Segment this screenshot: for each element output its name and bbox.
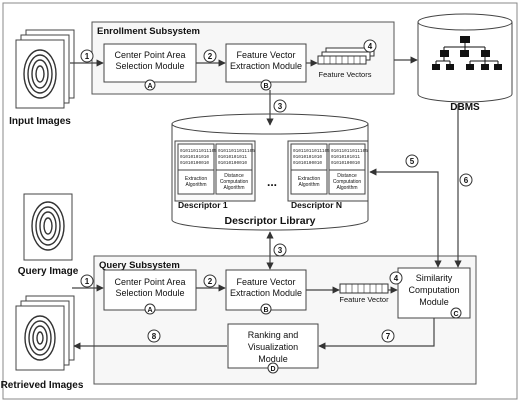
enrollment-feature-line1: Feature Vector	[236, 50, 295, 60]
marker-c-label: C	[453, 311, 458, 318]
step-6: 6	[464, 176, 469, 185]
svg-text:01010100010: 01010100010	[218, 161, 247, 166]
arrow-5	[370, 172, 438, 267]
step-1-query: 1	[85, 277, 90, 286]
retrieved-images-stack	[16, 296, 74, 370]
svg-text:01010100010: 01010100010	[293, 161, 322, 166]
query-title: Query Subsystem	[99, 260, 180, 271]
query-center-line1: Center Point Area	[114, 277, 185, 287]
dbms-label: DBMS	[450, 102, 480, 113]
step-7: 7	[386, 332, 391, 341]
svg-text:Algorithm: Algorithm	[336, 185, 357, 191]
feature-vector-label: Feature Vector	[339, 295, 389, 304]
marker-d-label: D	[270, 366, 275, 373]
ranking-line1: Ranking and	[248, 330, 299, 340]
query-feature-line1: Feature Vector	[236, 277, 295, 287]
enrollment-feature-line2: Extraction Module	[230, 61, 302, 71]
svg-text:01010101011: 01010101011	[218, 155, 247, 160]
descriptor-n-title: Descriptor N	[291, 200, 342, 210]
retrieved-images-label: Retrieved Images	[1, 380, 84, 391]
enrollment-center-line1: Center Point Area	[114, 50, 185, 60]
marker-b-query-label: B	[263, 307, 268, 314]
similarity-line1: Similarity	[416, 273, 453, 283]
feature-vector	[340, 284, 388, 293]
query-image	[24, 194, 72, 260]
svg-text:01011011011105: 01011011011105	[331, 149, 368, 154]
step-3-enroll: 3	[278, 102, 283, 111]
svg-text:01011011011105: 01011011011105	[293, 149, 330, 154]
step-4-enroll: 4	[368, 42, 373, 51]
input-images-label: Input Images	[9, 116, 71, 127]
svg-text:01010101011: 01010101011	[331, 155, 360, 160]
descriptor-1-title: Descriptor 1	[178, 200, 228, 210]
svg-text:Algorithm: Algorithm	[185, 182, 206, 188]
marker-a-enroll-label: A	[147, 83, 152, 90]
step-2-enroll: 2	[208, 52, 213, 61]
similarity-line2: Computation	[408, 285, 459, 295]
step-2-query: 2	[208, 277, 213, 286]
svg-text:Algorithm: Algorithm	[298, 182, 319, 188]
query-image-label: Query Image	[18, 266, 79, 277]
svg-text:01011011011105: 01011011011105	[218, 149, 255, 154]
query-feature-line2: Extraction Module	[230, 288, 302, 298]
enrollment-title: Enrollment Subsystem	[97, 26, 200, 37]
svg-text:01010101010: 01010101010	[293, 155, 322, 160]
input-images-stack	[16, 30, 74, 108]
step-8: 8	[152, 332, 157, 341]
step-1-enroll: 1	[85, 52, 90, 61]
ranking-line2: Visualization	[248, 342, 298, 352]
step-3-query: 3	[278, 246, 283, 255]
svg-text:01010100010: 01010100010	[180, 161, 209, 166]
dbms-cylinder	[418, 14, 512, 102]
marker-a-query-label: A	[147, 307, 152, 314]
query-center-line2: Selection Module	[115, 288, 184, 298]
descriptor-n: 01011011011105 01010101010 01010100010 E…	[288, 141, 368, 201]
marker-b-enroll-label: B	[263, 83, 268, 90]
descriptor-ellipsis: ...	[267, 175, 277, 189]
svg-text:01010101010: 01010101010	[180, 155, 209, 160]
svg-text:01010100010: 01010100010	[331, 161, 360, 166]
svg-text:01011011011105: 01011011011105	[180, 149, 217, 154]
descriptor-library-label: Descriptor Library	[224, 215, 315, 227]
enrollment-center-line2: Selection Module	[115, 61, 184, 71]
descriptor-1: 01011011011105 01010101010 01010100010 E…	[175, 141, 255, 201]
step-5: 5	[410, 157, 415, 166]
feature-vectors-label: Feature Vectors	[319, 70, 372, 79]
step-4-query: 4	[394, 274, 399, 283]
similarity-line3: Module	[419, 297, 449, 307]
svg-text:Algorithm: Algorithm	[223, 185, 244, 191]
